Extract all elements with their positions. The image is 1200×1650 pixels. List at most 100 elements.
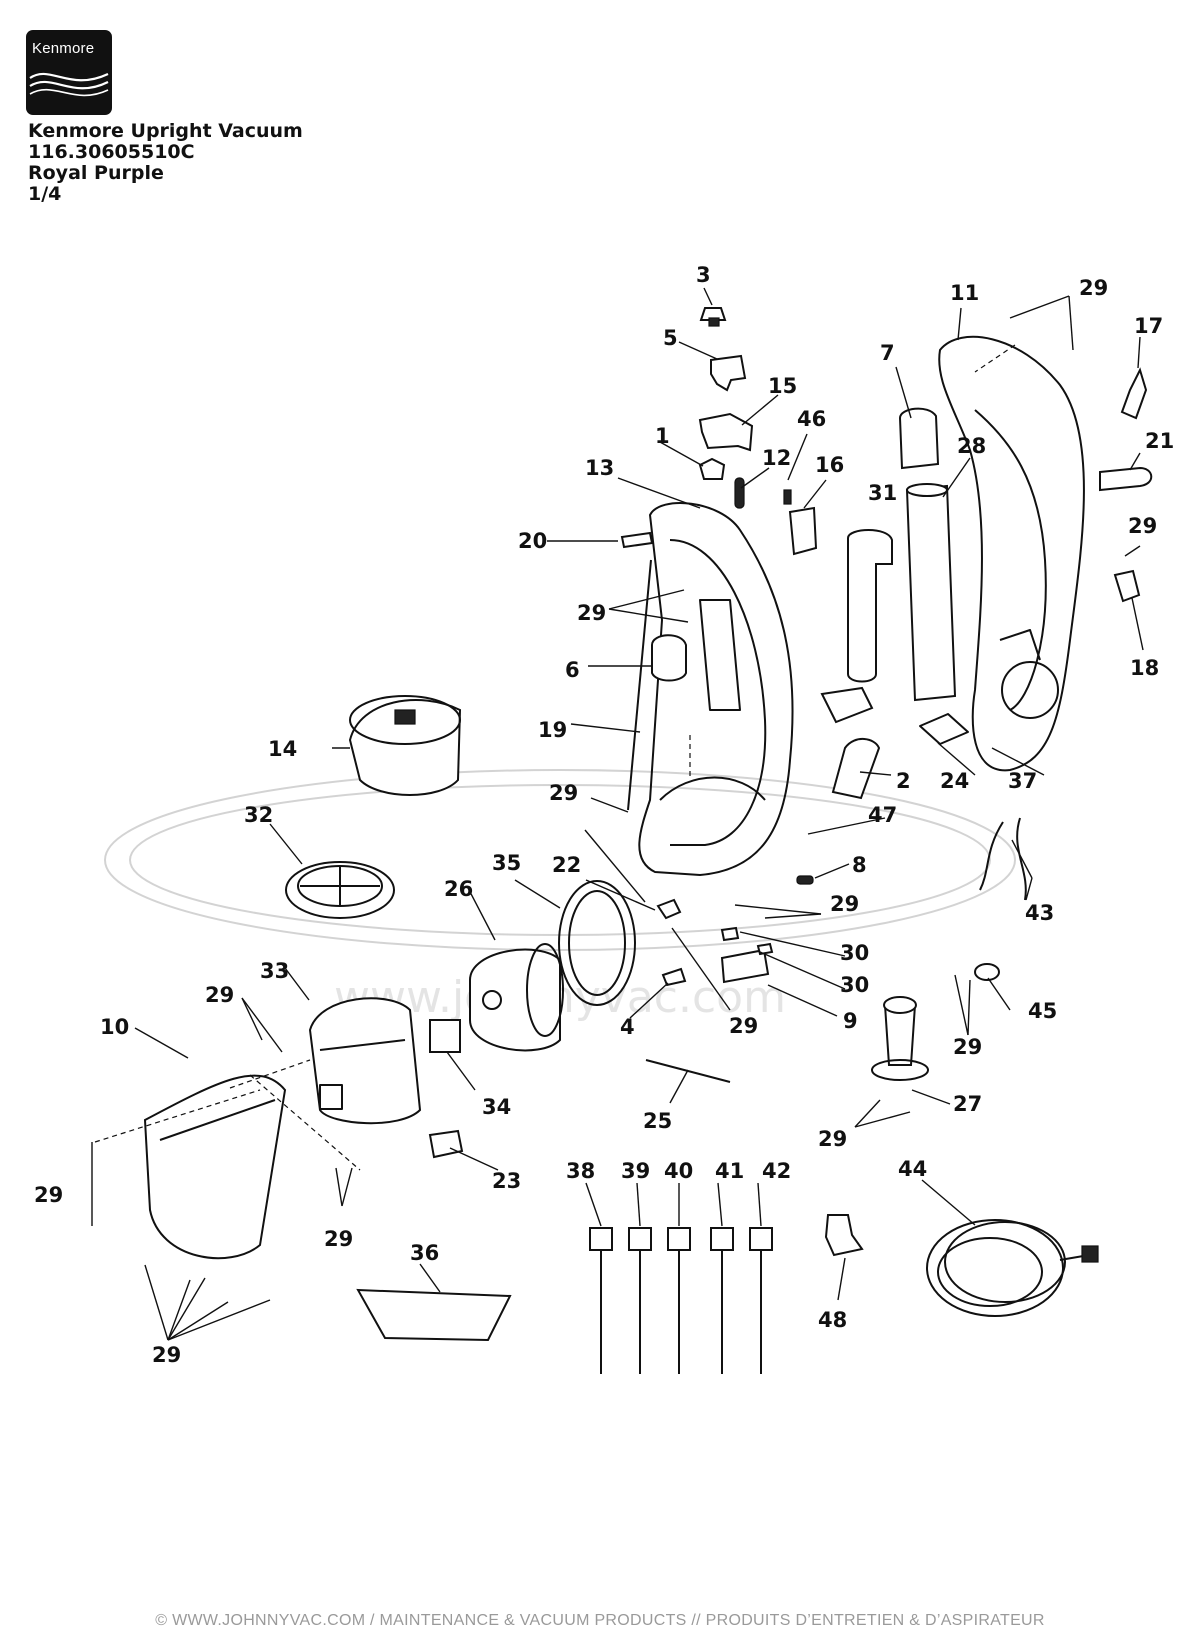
callout-29-c: 29	[830, 892, 859, 916]
part-37	[919, 713, 969, 745]
callout-12: 12	[762, 446, 791, 470]
callout-19: 19	[538, 718, 567, 742]
callout-29-d: 29	[1128, 514, 1157, 538]
part-34	[429, 1019, 461, 1053]
part-20	[620, 531, 654, 549]
part-15-switch	[698, 412, 754, 452]
callout-18: 18	[1130, 656, 1159, 680]
callout-28: 28	[957, 434, 986, 458]
callout-45: 45	[1028, 999, 1057, 1023]
part-23	[428, 1129, 464, 1159]
callout-21: 21	[1145, 429, 1174, 453]
callout-39: 39	[621, 1159, 650, 1183]
callout-41: 41	[715, 1159, 744, 1183]
callout-29-a: 29	[577, 601, 606, 625]
part-1	[698, 457, 726, 480]
part-18	[1113, 569, 1141, 603]
part-6	[651, 634, 687, 682]
callout-32: 32	[244, 803, 273, 827]
callout-27: 27	[953, 1092, 982, 1116]
callout-43: 43	[1025, 901, 1054, 925]
callout-6: 6	[565, 658, 580, 682]
callout-48: 48	[818, 1308, 847, 1332]
model-number: 116.30605510C	[28, 141, 195, 163]
callout-22: 22	[552, 853, 581, 877]
leader-lines	[91, 287, 1144, 1341]
kenmore-logo: Kenmore	[26, 30, 112, 115]
part-27-nozzle	[871, 996, 929, 1081]
callout-31: 31	[868, 481, 897, 505]
part-48	[824, 1214, 864, 1257]
callout-14: 14	[268, 737, 297, 761]
callout-29-j: 29	[324, 1227, 353, 1251]
part-35-gasket	[558, 880, 636, 1006]
part-5-clip	[710, 354, 747, 392]
callout-35: 35	[492, 851, 521, 875]
callout-17: 17	[1134, 314, 1163, 338]
callout-15: 15	[768, 374, 797, 398]
part-21-clip	[1099, 466, 1153, 492]
part-36-plate	[356, 1288, 512, 1342]
logo-text: Kenmore	[32, 40, 95, 57]
part-28-tube	[905, 483, 957, 702]
callout-26: 26	[444, 877, 473, 901]
callout-37: 37	[1008, 769, 1037, 793]
callout-labels: 1 2 3 4 5 6 7 8 9 10 11 12 13 14 15 16 1…	[34, 263, 1174, 1367]
callout-42: 42	[762, 1159, 791, 1183]
assembly-dashes	[94, 344, 1016, 1171]
doc-title: Kenmore Upright Vacuum	[28, 120, 303, 142]
callout-40: 40	[664, 1159, 693, 1183]
part-19-rod	[627, 559, 652, 811]
callout-9: 9	[843, 1009, 858, 1033]
callout-29-e: 29	[729, 1014, 758, 1038]
callout-16: 16	[815, 453, 844, 477]
callout-20: 20	[518, 529, 547, 553]
part-24	[820, 686, 874, 724]
part-30-upper	[720, 926, 740, 942]
part-17	[1120, 367, 1148, 420]
callout-24: 24	[940, 769, 969, 793]
part-46	[783, 489, 792, 505]
callout-3: 3	[696, 263, 711, 287]
part-12-spring	[734, 477, 745, 509]
callout-25: 25	[643, 1109, 672, 1133]
part-26-motor	[469, 943, 564, 1052]
part-33-housing	[308, 997, 422, 1125]
callout-47: 47	[868, 803, 897, 827]
part-13-body	[638, 502, 794, 876]
part-32-filter	[285, 861, 395, 919]
part-43-wires	[979, 817, 1027, 901]
part-7-elbow	[898, 407, 940, 470]
callout-23: 23	[492, 1169, 521, 1193]
callout-36: 36	[410, 1241, 439, 1265]
part-22	[656, 898, 682, 920]
part-3-knob	[699, 307, 727, 327]
callout-1: 1	[655, 424, 670, 448]
callout-10: 10	[100, 1015, 129, 1039]
logo-wave-icon	[29, 72, 109, 97]
callout-29-b: 29	[549, 781, 578, 805]
part-8	[796, 875, 814, 885]
callout-29-h: 29	[205, 983, 234, 1007]
callout-29-f: 29	[953, 1035, 982, 1059]
callout-44: 44	[898, 1157, 927, 1181]
part-45	[974, 963, 1000, 981]
callout-11: 11	[950, 281, 979, 305]
callout-2: 2	[896, 769, 911, 793]
callout-29-i: 29	[34, 1183, 63, 1207]
part-11-handle	[938, 335, 1085, 772]
part-44-power-cord	[926, 1219, 1099, 1317]
part-9	[720, 948, 770, 984]
parts-38-42-sticks	[589, 1227, 773, 1374]
callout-29-g: 29	[818, 1127, 847, 1151]
page-number: 1/4	[28, 183, 62, 205]
callout-38: 38	[566, 1159, 595, 1183]
callout-8: 8	[852, 853, 867, 877]
callout-29-top: 29	[1079, 276, 1108, 300]
part-16-bracket	[788, 506, 818, 556]
part-4	[661, 967, 687, 987]
callout-5: 5	[663, 326, 678, 350]
callout-33: 33	[260, 959, 289, 983]
callout-29-k: 29	[152, 1343, 181, 1367]
